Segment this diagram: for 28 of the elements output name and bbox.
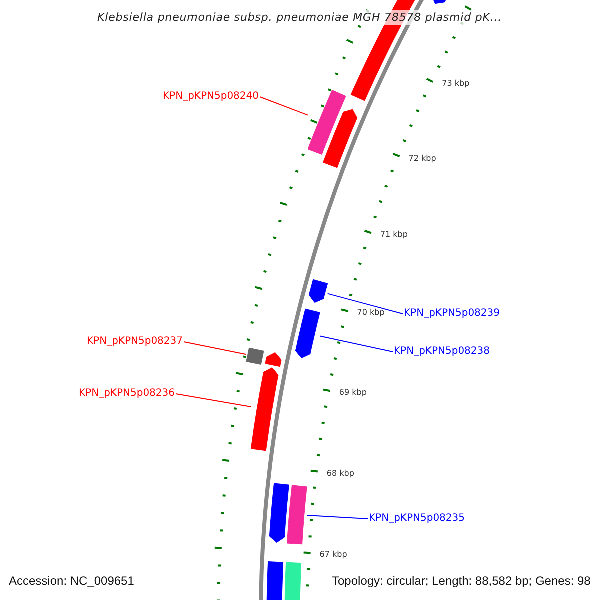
leader-line xyxy=(260,96,308,116)
gene-block xyxy=(250,368,279,452)
map-title: Klebsiella pneumoniae subsp. pneumoniae MGH 78578 plasmid pK... xyxy=(98,10,502,25)
gene-label: KPN_pKPN5p08239 xyxy=(404,308,500,320)
leader-line xyxy=(184,342,247,356)
gene-block xyxy=(308,279,328,304)
gene-label: KPN_pKPN5p08236 xyxy=(79,388,176,400)
scale-label: 70 kbp xyxy=(357,308,385,318)
gene-label: KPN_pKPN5p08237 xyxy=(87,336,184,348)
scale-label: 68 kbp xyxy=(326,468,354,479)
gene-block xyxy=(246,348,264,365)
topology-text: Topology: circular; Length: 88,582 bp; Genes: 98 xyxy=(332,574,591,589)
leader-line xyxy=(176,394,252,408)
leader-line xyxy=(306,515,368,520)
scale-label: 73 kbp xyxy=(442,79,470,90)
gene-block xyxy=(287,485,308,545)
scale-label: 71 kbp xyxy=(380,230,408,240)
leader-line xyxy=(320,336,394,352)
gene-label: KPN_pKPN5p08238 xyxy=(394,346,490,358)
accession-text: Accession: NC_009651 xyxy=(9,574,134,589)
gene-label: KPN_pKPN5p08240 xyxy=(163,91,260,103)
gene-block xyxy=(308,90,346,155)
scale-label: 69 kbp xyxy=(339,388,367,398)
gene-block xyxy=(295,308,320,359)
leader-line xyxy=(327,293,404,314)
gene-label: KPN_pKPN5p08235 xyxy=(369,513,466,525)
scale-label: 67 kbp xyxy=(320,550,348,560)
scale-label: 72 kbp xyxy=(408,154,436,164)
